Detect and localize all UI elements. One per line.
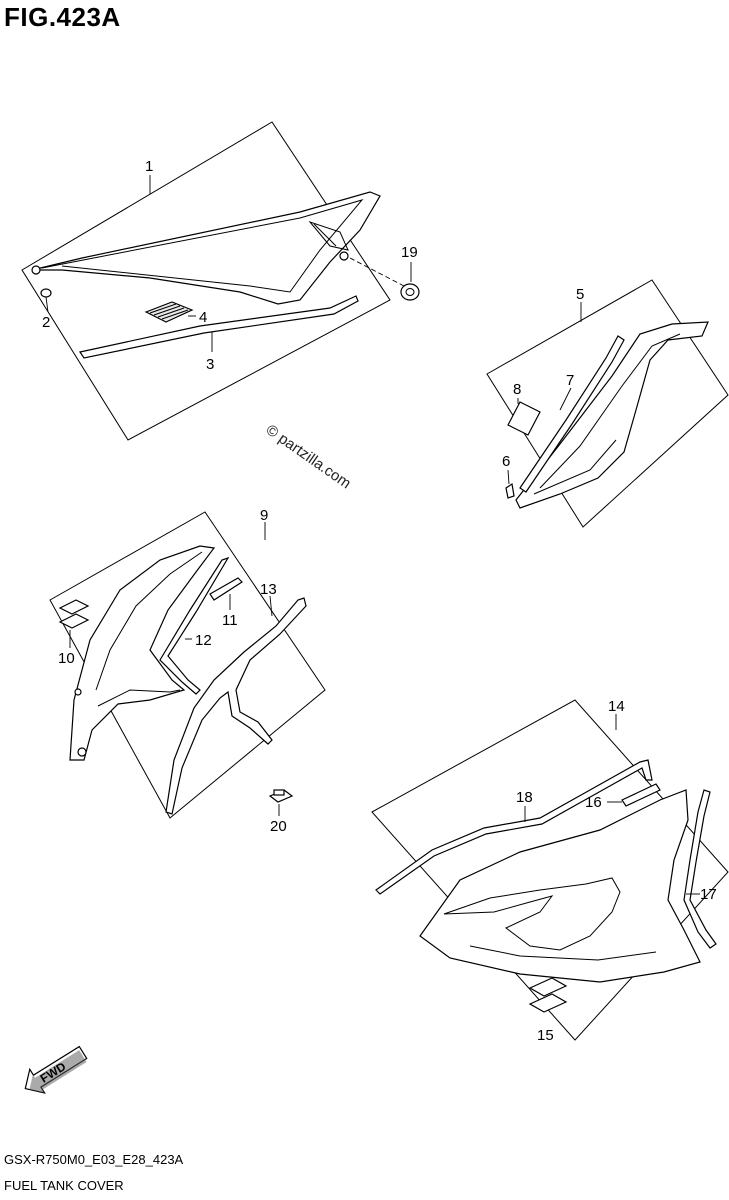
callout-labels: 1 2 3 4 19 5 7 8 6 9 13 11 12 10 20 14 1… bbox=[42, 158, 717, 1044]
callout-7: 7 bbox=[566, 372, 574, 389]
part-2-clip[interactable] bbox=[40, 288, 52, 313]
callout-13: 13 bbox=[260, 581, 277, 598]
assembly-box-9 bbox=[49, 511, 326, 819]
part-19-grommet[interactable] bbox=[349, 257, 420, 301]
part-7-edge-trim[interactable] bbox=[519, 335, 625, 493]
callout-20: 20 bbox=[270, 818, 287, 835]
callout-5: 5 bbox=[576, 286, 584, 303]
part-6-clip[interactable] bbox=[505, 469, 515, 499]
callout-16: 16 bbox=[585, 794, 602, 811]
callout-14: 14 bbox=[608, 698, 625, 715]
part-5-side-panel[interactable] bbox=[515, 321, 709, 509]
figure-title: FIG.423A bbox=[4, 2, 121, 32]
callout-1: 1 bbox=[145, 158, 153, 175]
part-4-mesh-pad[interactable] bbox=[144, 301, 196, 323]
callout-4: 4 bbox=[199, 309, 207, 326]
part-3-trim-strip[interactable] bbox=[79, 295, 359, 359]
assembly-box-1 bbox=[21, 121, 391, 441]
part-10-suzuki-emblem[interactable] bbox=[58, 599, 90, 648]
callout-18: 18 bbox=[516, 789, 533, 806]
callout-8: 8 bbox=[513, 381, 521, 398]
part-15-suzuki-emblem[interactable] bbox=[528, 977, 568, 1013]
callout-2: 2 bbox=[42, 314, 50, 331]
diagram-code: GSX-R750M0_E03_E28_423A bbox=[4, 1152, 184, 1167]
part-20-clip[interactable] bbox=[268, 789, 294, 816]
callout-3: 3 bbox=[206, 356, 214, 373]
part-1-tank-cover-frame[interactable] bbox=[31, 191, 381, 305]
part-18-top-strip[interactable] bbox=[375, 759, 653, 895]
part-13-outer-trim[interactable] bbox=[165, 595, 307, 815]
callout-12: 12 bbox=[195, 632, 212, 649]
callout-19: 19 bbox=[401, 244, 418, 261]
diagram-name: FUEL TANK COVER bbox=[4, 1178, 124, 1193]
fwd-arrow-icon: FWD bbox=[24, 1045, 88, 1094]
part-14-lower-side-cover[interactable] bbox=[419, 789, 701, 983]
callout-15: 15 bbox=[537, 1027, 554, 1044]
part-17-side-trim[interactable] bbox=[683, 789, 717, 949]
part-16-small-strip[interactable] bbox=[607, 783, 661, 807]
watermark: © partzilla.com bbox=[263, 421, 354, 492]
part-9-tank-side-cover[interactable] bbox=[69, 545, 216, 761]
callout-9: 9 bbox=[260, 507, 268, 524]
callout-11: 11 bbox=[222, 612, 238, 629]
part-8-emblem-plate[interactable] bbox=[507, 398, 541, 436]
part-12-inner-trim[interactable] bbox=[159, 556, 230, 695]
callout-17: 17 bbox=[700, 886, 717, 903]
callout-6: 6 bbox=[502, 453, 510, 470]
part-11-small-strip[interactable] bbox=[209, 577, 243, 610]
callout-10: 10 bbox=[58, 650, 75, 667]
